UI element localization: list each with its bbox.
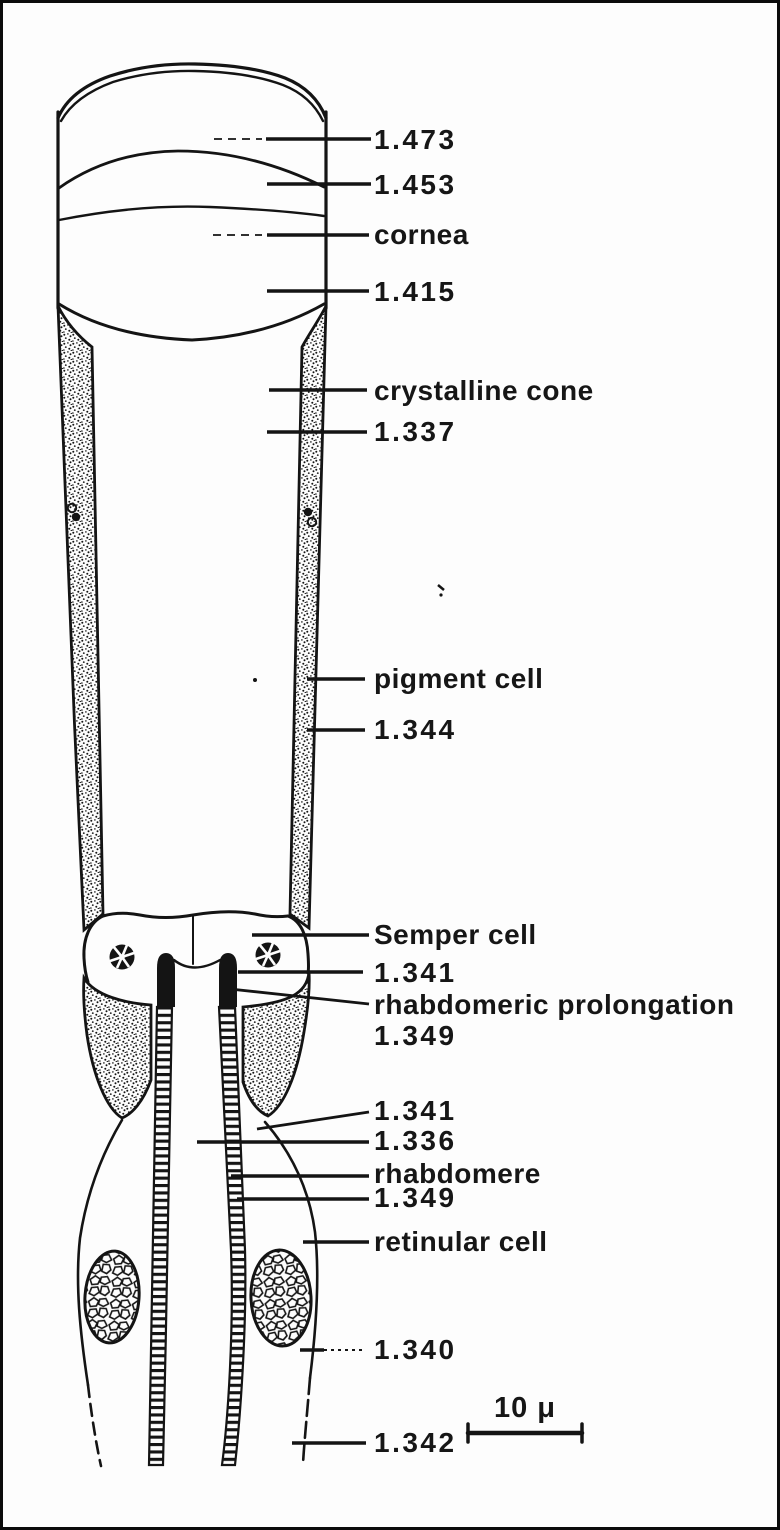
- lens-arc-3: [57, 302, 326, 342]
- label-index-1336: 1.336: [374, 1125, 457, 1156]
- label-rhabdomere: rhabdomere: [374, 1158, 541, 1189]
- semper-nucleus-left: [109, 944, 135, 970]
- lens-arc-1: [57, 149, 326, 190]
- retinular-cell-outline: [76, 1118, 319, 1468]
- pigment-bulb-right: [241, 971, 311, 1118]
- pigment-granule-left: [66, 502, 78, 514]
- label-pigment-cell: pigment cell: [374, 663, 544, 694]
- semper-nucleus-right: [255, 942, 281, 968]
- channel-saddle: [172, 958, 222, 969]
- leader-lines: [197, 137, 371, 1445]
- label-index-1342: 1.342: [374, 1427, 457, 1458]
- lens-arc-2: [57, 205, 326, 222]
- label-cornea: cornea: [374, 219, 469, 250]
- scale-bar-label: 10 μ: [493, 1392, 557, 1424]
- label-index-1341-upper: 1.341: [374, 957, 457, 988]
- label-crystalline-cone: crystalline cone: [374, 375, 594, 406]
- label-retinular-cell: retinular cell: [374, 1226, 548, 1257]
- label-rhabdomeric-prolongation: rhabdomeric prolongation: [374, 989, 735, 1020]
- label-index-1415: 1.415: [374, 276, 457, 307]
- pigment-granule-right: [303, 507, 313, 517]
- semper-cap-top: [101, 910, 290, 919]
- pigment-band-left: [56, 305, 105, 933]
- semper-cell-cap: [82, 910, 311, 984]
- scale-bar: [465, 1422, 585, 1444]
- pigment-granule-right: [306, 516, 318, 528]
- label-index-1349-upper: 1.349: [374, 1020, 457, 1051]
- pigment-bulb-left: [82, 973, 153, 1120]
- semper-cap-right-wall: [286, 914, 311, 975]
- label-index-1337: 1.337: [374, 416, 457, 447]
- label-index-1341-lower: 1.341: [374, 1095, 457, 1126]
- label-semper-cell: Semper cell: [374, 919, 537, 950]
- rhabdomeric-prolongation-bars: [157, 953, 237, 1007]
- label-index-1344: 1.344: [374, 714, 457, 745]
- cornea-dome: [56, 62, 328, 342]
- semper-cap-left-wall: [82, 914, 105, 984]
- print-specks: [253, 584, 445, 682]
- retinular-nucleus-right: [249, 1248, 313, 1348]
- rhabdomere-band-left: [147, 1005, 174, 1467]
- retinular-nucleus-left: [83, 1249, 141, 1345]
- label-index-1473: 1.473: [374, 124, 457, 155]
- rhabdomere-band-right: [217, 1005, 247, 1467]
- pigment-band-right: [288, 305, 328, 931]
- label-index-1340: 1.340: [374, 1334, 457, 1365]
- pigment-granule-left: [71, 512, 81, 522]
- label-index-1453: 1.453: [374, 169, 457, 200]
- label-index-1349-lower: 1.349: [374, 1182, 457, 1213]
